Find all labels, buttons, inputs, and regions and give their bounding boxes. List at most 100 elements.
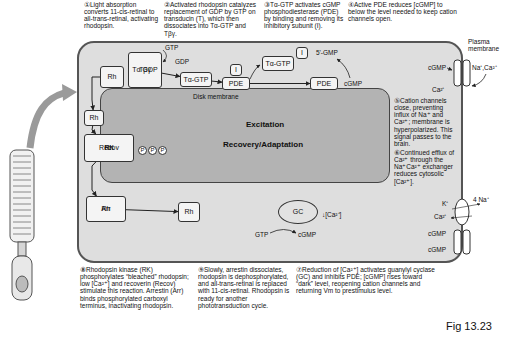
callout-text: ②Activated rhodopsin catalyzes replaceme… <box>164 1 260 37</box>
exchange-arrow <box>163 50 167 62</box>
molecule-label: 4 Na⁺ <box>473 196 489 203</box>
molecule-label: cGMP <box>428 246 446 253</box>
molecule-label: Tα GDP <box>132 66 157 74</box>
rod-outer-segment <box>78 42 462 262</box>
guanylyl-cyclase: GC <box>278 200 318 224</box>
reaction-arrow <box>126 210 178 212</box>
molecule-label: I <box>301 49 303 57</box>
cation-channel <box>454 60 461 86</box>
molecule-label: GTP <box>165 44 178 51</box>
pde: PDE <box>222 77 250 90</box>
molecule-label: Tα-GTP <box>265 60 290 68</box>
ion-influx-arrow <box>472 74 486 86</box>
cation-channel <box>463 230 470 254</box>
callout-text: ⑦Reduction of [Ca²⁺] activates guanylyl … <box>296 266 436 295</box>
disk-line <box>13 204 31 205</box>
molecule-label: cGMP <box>428 64 446 71</box>
molecule-label: Rh <box>185 208 194 216</box>
rhodopsin-arrestin: RhArr <box>86 196 126 222</box>
molecule-label: Ca²⁺ <box>432 86 444 93</box>
disk-line <box>13 210 31 211</box>
rod-nucleus <box>16 276 28 292</box>
disk-line <box>13 198 31 199</box>
molecule-label: PDE <box>229 80 243 88</box>
cgmp-arrow <box>447 68 452 70</box>
molecule-label: Arr <box>101 205 110 213</box>
callout-text: ⑨Slowly, arrestin dissociates, rhodopsin… <box>198 266 292 309</box>
disk-stack <box>13 156 31 234</box>
region-label: Recovery/Adaptation <box>223 141 303 150</box>
disk-line <box>13 228 31 229</box>
phosphate-mark: P <box>148 146 157 155</box>
disk-line <box>13 186 31 187</box>
disk-line <box>13 192 31 193</box>
molecule-label: cGMP <box>344 80 362 87</box>
disk-line <box>13 216 31 217</box>
inhibitory-subunit: I <box>296 47 308 59</box>
transducin: TβγTα GDP <box>128 52 162 88</box>
reaction-arrow <box>92 126 96 134</box>
disk-line <box>13 168 31 169</box>
phosphate-mark: P <box>138 146 147 155</box>
cation-channel <box>463 60 470 86</box>
reaction-arrow <box>162 73 180 76</box>
molecule-label: Recov <box>99 144 119 152</box>
molecule-label: K⁺ <box>442 200 448 207</box>
callout-text: ④Active PDE reduces [cGMP] to below the … <box>348 1 458 22</box>
rod-inner-segment <box>12 256 32 300</box>
phosphate-mark: P <box>158 146 167 155</box>
molecule-label: GTP <box>255 231 268 238</box>
exchanger <box>455 199 469 225</box>
synthesis-arrow <box>270 230 296 234</box>
reaction-arrow <box>92 162 96 196</box>
callout-text: ⑧Rhodopsin kinase (RK) phosphorylates “b… <box>80 266 194 309</box>
pde-active: PDE <box>310 77 338 90</box>
molecule-label: Na⁺,Ca²⁺ <box>472 64 497 71</box>
callout-text: ⑥Continued efflux of Ca²⁺ through the Na… <box>394 149 458 185</box>
rod-cilium <box>18 242 26 256</box>
region-label: Excitation <box>246 121 284 130</box>
rhodopsin-kinase-complex: RhRKRecov <box>84 134 134 162</box>
zoom-arrow <box>30 93 64 148</box>
callout-text: ③Tα-GTP activates cGMP phosphodiesterase… <box>264 1 344 30</box>
disk-line <box>13 162 31 163</box>
inhibitory-subunit: I <box>230 64 242 76</box>
reaction-arrow <box>212 81 222 82</box>
figure-number: Fig 13.23 <box>446 320 492 332</box>
rhodopsin: Rh <box>84 110 104 126</box>
transducin-alpha: Tα-GTP <box>262 56 294 71</box>
disk-line <box>13 222 31 223</box>
reaction-arrow <box>250 83 310 84</box>
molecule-label: PDE <box>317 80 331 88</box>
molecule-label: cGMP <box>298 231 316 238</box>
disk-membrane: Disk membraneExcitationRecovery/Adaptati… <box>100 88 390 183</box>
molecule-label: Rh <box>108 73 117 81</box>
region-label: Disk membrane <box>193 93 239 100</box>
disk-line <box>13 234 31 235</box>
hydrolysis-arrow <box>337 59 350 78</box>
exchange-arrow <box>451 216 472 218</box>
molecule-label: GDP <box>175 58 189 65</box>
molecule-label: Tα-GTP <box>183 76 208 84</box>
molecule-label: Ca²⁺ <box>434 213 446 220</box>
rod-cell-outer <box>10 150 34 242</box>
molecule-label: Rh <box>90 114 99 122</box>
molecule-label: ↓[Ca²⁺] <box>322 211 341 218</box>
molecule-label: 5'-GMP <box>316 49 338 56</box>
zoom-arrow-head <box>62 84 77 101</box>
release-arrow <box>250 65 260 79</box>
callout-text: ⑤Cation channels close, preventing influ… <box>394 97 458 147</box>
rhodopsin: Rh <box>178 202 200 222</box>
rhodopsin: Rh <box>100 66 124 88</box>
exchange-arrow <box>452 204 480 209</box>
cation-channel <box>454 230 461 254</box>
molecule-label: I <box>235 66 237 74</box>
molecule-label: cGMP <box>428 230 446 237</box>
callout-text: ①Light absorption converts 11-cis-retina… <box>84 1 160 30</box>
reaction-arrow <box>92 77 100 110</box>
disk-line <box>13 180 31 181</box>
disk-line <box>13 174 31 175</box>
transducin-alpha: Tα-GTP <box>180 72 212 87</box>
